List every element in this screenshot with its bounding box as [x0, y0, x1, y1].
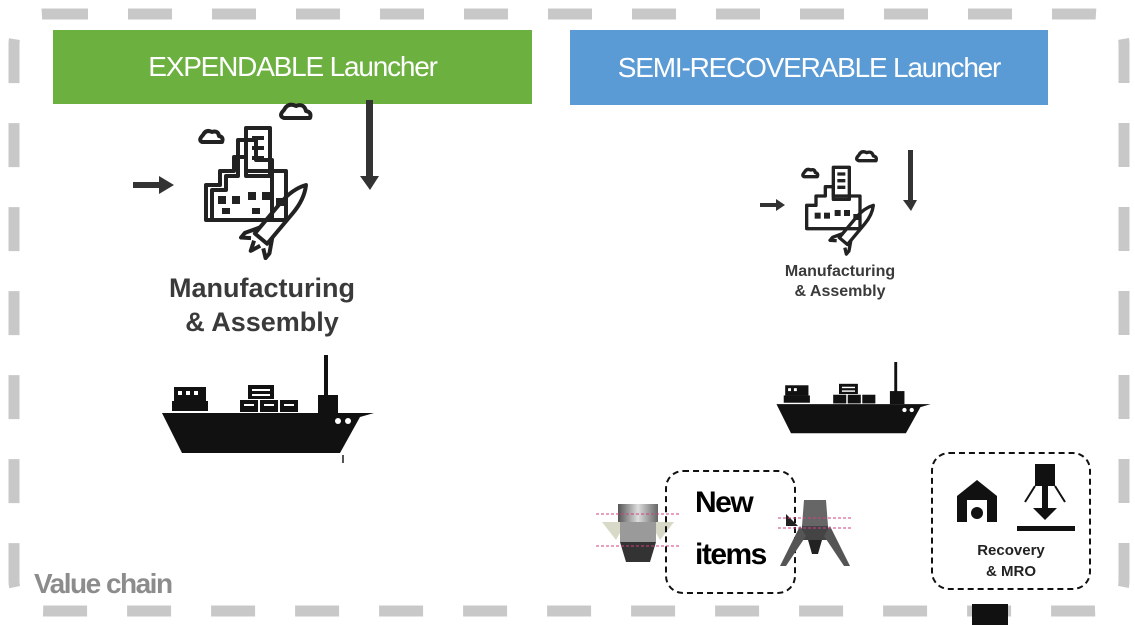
input-arrow-icon-semi: [760, 199, 785, 211]
factory-icon-semi: [801, 150, 878, 256]
manufacturing-label-semi-line1: Manufacturing: [784, 263, 896, 280]
manufacturing-assembly-label: Manufacturing & Assembly: [122, 272, 402, 340]
hangar-icon: [957, 480, 997, 522]
lander-icon: [778, 500, 852, 566]
ship-icon-semi: [776, 362, 931, 434]
semi-recoverable-launcher-header: SEMI-RECOVERABLE Launcher: [570, 30, 1048, 105]
manufacturing-label-line1: Manufacturing: [169, 273, 355, 303]
new-items-line2: items: [695, 538, 767, 571]
recovery-mro-box: Recovery & MRO: [931, 452, 1091, 590]
manufacturing-label-line2: & Assembly: [185, 306, 339, 337]
factory-icon: [198, 102, 313, 260]
down-arrow-icon: [360, 100, 379, 190]
input-arrow-icon: [133, 176, 174, 194]
manufacturing-label-semi-line2: & Assembly: [794, 283, 886, 300]
expendable-launcher-title: EXPENDABLE Launcher: [148, 51, 438, 82]
new-items-line1: New: [695, 486, 754, 519]
down-arrow-icon-semi: [903, 150, 917, 211]
new-items-box: New items: [665, 470, 796, 594]
recovery-line1: Recovery: [977, 542, 1045, 559]
manufacturing-assembly-label-semi: Manufacturing & Assembly: [740, 262, 940, 302]
ship-icon: [162, 355, 374, 463]
semi-recoverable-launcher-title: SEMI-RECOVERABLE Launcher: [617, 51, 1002, 83]
expendable-launcher-header: EXPENDABLE Launcher: [53, 30, 532, 104]
value-chain-label: Value chain: [34, 568, 173, 599]
rocket-stage-icon: [596, 504, 680, 562]
recovery-line2: & MRO: [986, 563, 1036, 580]
landing-icon: [1017, 464, 1075, 531]
